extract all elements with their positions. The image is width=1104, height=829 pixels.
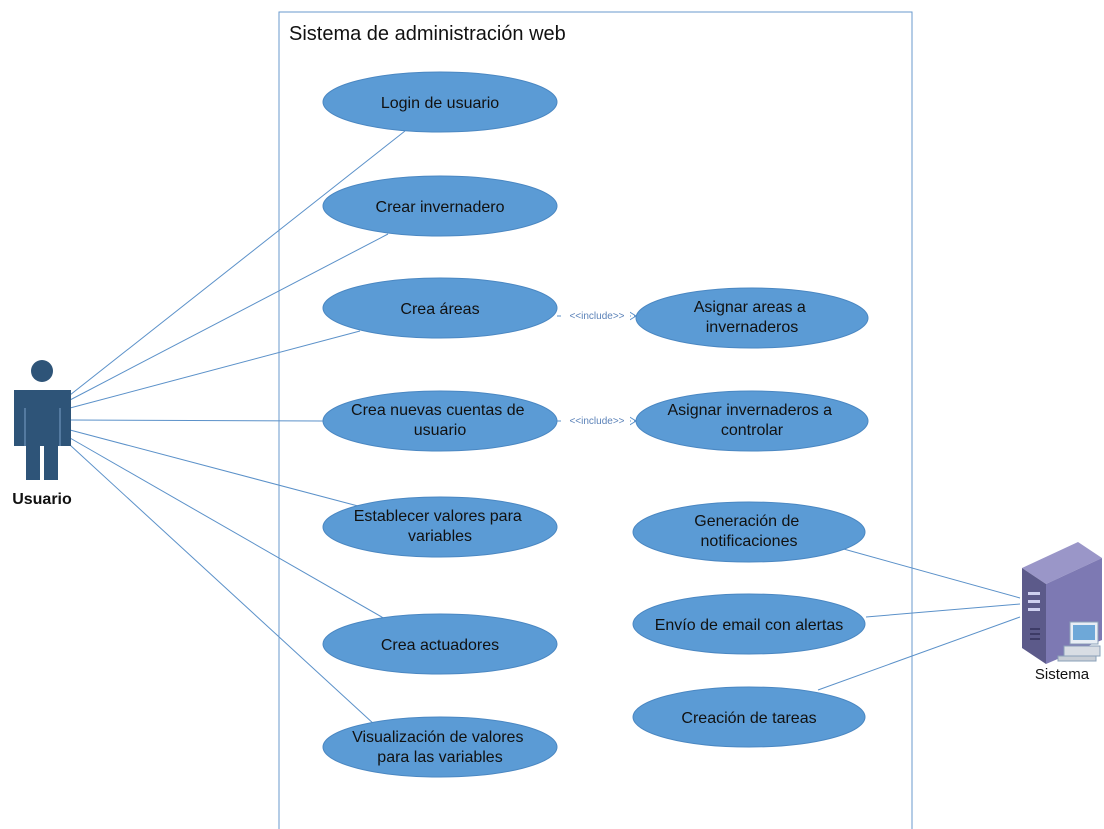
system-boundary: [278, 11, 913, 829]
use-case-crear-invernadero[interactable]: Crear invernadero: [322, 175, 558, 237]
actor-sistema-label: Sistema: [1035, 666, 1090, 683]
use-case-visualizacion-ellipse[interactable]: [322, 716, 558, 778]
use-case-login-ellipse[interactable]: [322, 71, 558, 133]
use-case-crea-actuadores-label: Crea actuadores: [381, 637, 499, 654]
include-label-areas: <<include>>: [569, 311, 624, 322]
use-case-crea-areas[interactable]: Crea áreas: [322, 277, 558, 339]
use-case-generacion-notificaciones-label: Generación de notificaciones: [694, 513, 803, 550]
use-case-establecer-valores-ellipse[interactable]: [322, 496, 558, 558]
use-case-asignar-invernaderos-label: Asignar invernaderos a controlar: [668, 402, 837, 439]
assoc-sistema-creacion: [817, 616, 1021, 691]
use-case-creacion-tareas[interactable]: Creación de tareas: [632, 686, 866, 748]
use-case-crea-actuadores-ellipse[interactable]: [322, 613, 558, 675]
actor-usuario[interactable]: Usuario: [12, 360, 72, 508]
include-label-bg-areas: [564, 309, 630, 322]
use-case-creacion-tareas-ellipse[interactable]: [632, 686, 866, 748]
assoc-usuario-visualizacion: [69, 444, 376, 726]
assoc-usuario-crear-invernadero: [69, 233, 389, 401]
use-case-envio-email-ellipse[interactable]: [632, 593, 866, 655]
assoc-usuario-crea-actuadores: [69, 437, 388, 621]
use-case-crear-invernadero-ellipse[interactable]: [322, 175, 558, 237]
include-dependencies: <<include>> <<include>>: [557, 309, 637, 427]
system-boundary-title: Sistema de administración web: [289, 23, 566, 45]
assoc-usuario-crea-areas: [69, 330, 361, 409]
actor-sistema[interactable]: Sistema: [1022, 542, 1102, 683]
assoc-usuario-login: [69, 130, 406, 396]
use-case-crea-areas-ellipse[interactable]: [322, 277, 558, 339]
use-case-creacion-tareas-label: Creación de tareas: [681, 710, 816, 727]
use-case-envio-email-label: Envío de email con alertas: [655, 617, 844, 634]
server-computer-icon: [1022, 542, 1102, 664]
use-case-envio-email[interactable]: Envío de email con alertas: [632, 593, 866, 655]
assoc-sistema-generacion: [839, 547, 1021, 599]
use-case-crea-areas-label: Crea áreas: [400, 301, 479, 318]
use-case-asignar-areas-label: Asignar areas a invernaderos: [694, 299, 811, 336]
use-case-asignar-areas-ellipse[interactable]: [635, 287, 869, 349]
use-case-asignar-invernaderos[interactable]: Asignar invernaderos a controlar: [635, 390, 869, 452]
use-case-asignar-invernaderos-ellipse[interactable]: [635, 390, 869, 452]
use-case-establecer-valores[interactable]: Establecer valores para variables: [322, 496, 558, 558]
use-case-generacion-notificaciones-ellipse[interactable]: [632, 501, 866, 563]
use-case-generacion-notificaciones[interactable]: Generación de notificaciones: [632, 501, 866, 563]
actor-usuario-label: Usuario: [12, 491, 72, 508]
user-actor-icon: [14, 360, 71, 480]
sistema-associations: [817, 547, 1021, 691]
assoc-sistema-envio-email: [865, 603, 1021, 618]
use-case-asignar-areas[interactable]: Asignar areas a invernaderos: [635, 287, 869, 349]
use-case-crea-actuadores[interactable]: Crea actuadores: [322, 613, 558, 675]
usuario-associations: [69, 130, 406, 726]
include-label-bg-cuentas: [564, 414, 630, 427]
use-case-crea-cuentas[interactable]: Crea nuevas cuentas de usuario: [322, 390, 558, 452]
assoc-usuario-establecer-valores: [69, 429, 359, 507]
use-case-visualizacion-label: Visualización de valores para las variab…: [352, 729, 528, 766]
use-case-crear-invernadero-label: Crear invernadero: [376, 199, 505, 216]
use-case-crea-cuentas-ellipse[interactable]: [322, 390, 558, 452]
use-case-login-label: Login de usuario: [381, 95, 499, 112]
use-case-establecer-valores-label: Establecer valores para variables: [354, 508, 527, 545]
assoc-usuario-crea-cuentas: [69, 419, 324, 422]
include-label-cuentas: <<include>>: [569, 416, 624, 427]
use-case-login[interactable]: Login de usuario: [322, 71, 558, 133]
use-case-crea-cuentas-label: Crea nuevas cuentas de usuario: [351, 402, 529, 439]
use-case-visualizacion[interactable]: Visualización de valores para las variab…: [322, 716, 558, 778]
